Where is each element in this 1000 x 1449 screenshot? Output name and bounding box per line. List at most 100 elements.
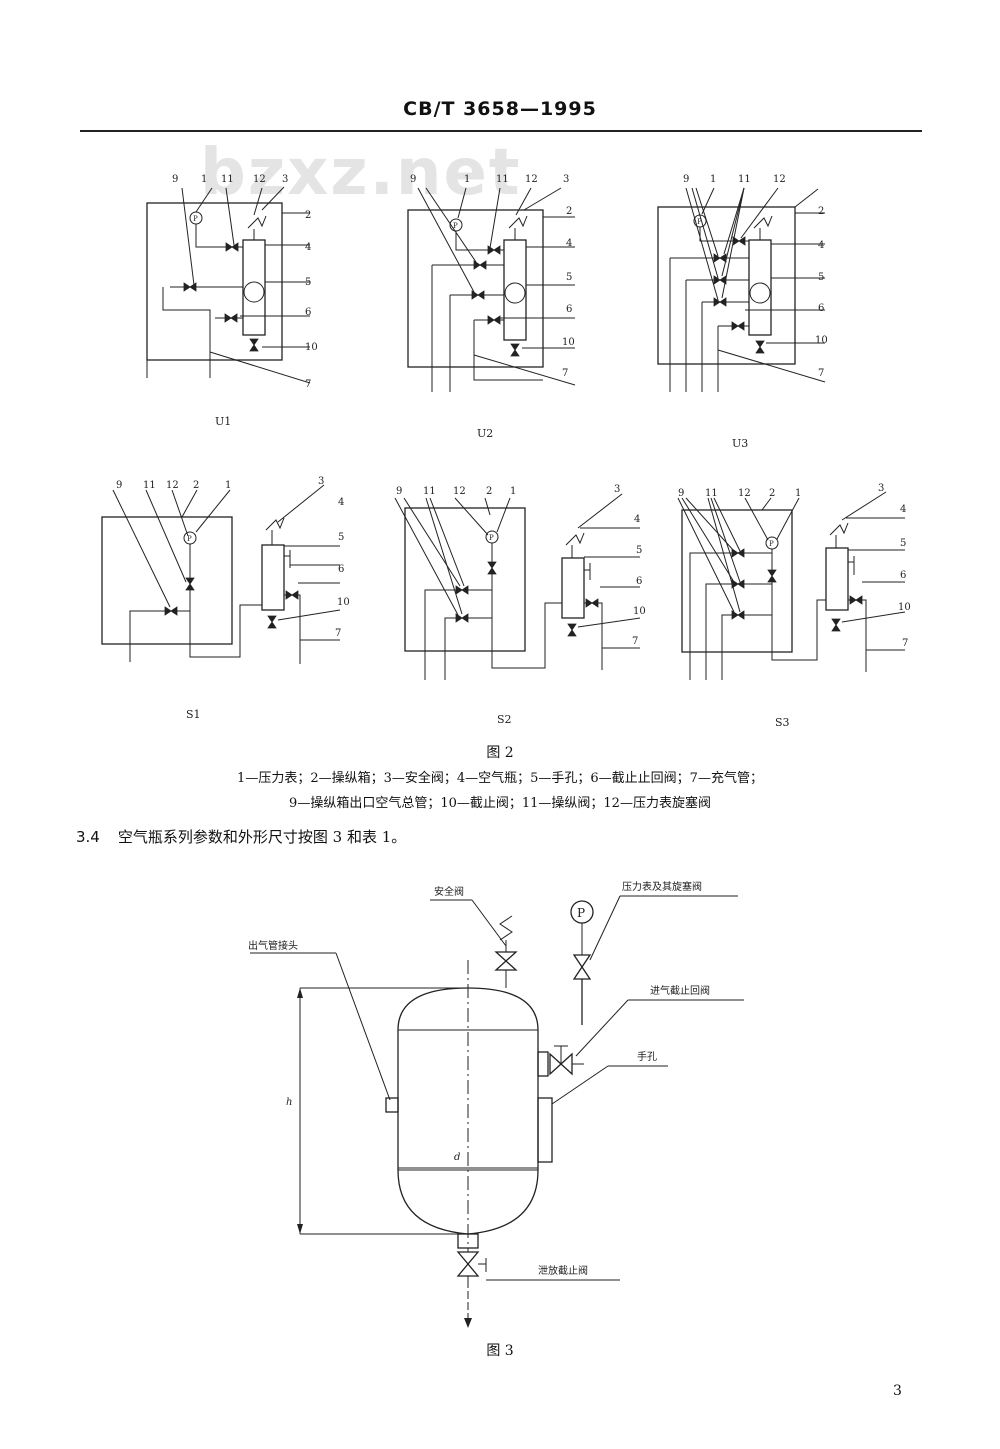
svg-text:U2: U2 bbox=[477, 427, 493, 440]
svg-text:7: 7 bbox=[335, 628, 341, 639]
svg-text:10: 10 bbox=[898, 602, 911, 613]
svg-text:1: 1 bbox=[464, 174, 470, 185]
svg-text:12: 12 bbox=[525, 174, 538, 185]
svg-text:11: 11 bbox=[738, 174, 751, 185]
svg-text:3: 3 bbox=[318, 476, 324, 487]
gauge-symbol: P bbox=[577, 906, 585, 920]
svg-text:5: 5 bbox=[566, 272, 572, 283]
svg-text:10: 10 bbox=[305, 342, 318, 353]
svg-text:6: 6 bbox=[900, 570, 906, 581]
svg-text:S3: S3 bbox=[775, 716, 790, 729]
svg-text:6: 6 bbox=[305, 307, 311, 318]
svg-text:2: 2 bbox=[486, 486, 492, 497]
svg-text:5: 5 bbox=[338, 532, 344, 543]
diagram-u2: P 9 1 11 12 3 2 4 5 6 10 7 bbox=[407, 174, 576, 440]
svg-text:3: 3 bbox=[614, 484, 620, 495]
svg-text:5: 5 bbox=[900, 538, 906, 549]
svg-text:11: 11 bbox=[143, 480, 156, 491]
svg-text:3: 3 bbox=[878, 483, 884, 494]
svg-text:9: 9 bbox=[116, 480, 122, 491]
safety-valve-label: 安全阀 bbox=[434, 885, 464, 898]
svg-text:U3: U3 bbox=[732, 437, 748, 450]
svg-text:12: 12 bbox=[773, 174, 786, 185]
svg-text:1: 1 bbox=[225, 480, 231, 491]
diagram-u3: P 9 1 11 12 2 4 bbox=[657, 174, 828, 450]
header-rule bbox=[80, 130, 922, 132]
svg-text:7: 7 bbox=[562, 368, 568, 379]
figure-2-legend-line-1: 1—压力表；2—操纵箱；3—安全阀；4—空气瓶；5—手孔；6—截止止回阀；7—充… bbox=[237, 771, 763, 786]
diagram-s3: P 9 11 12 2 1 3 4 5 6 bbox=[677, 483, 911, 729]
svg-text:2: 2 bbox=[193, 480, 199, 491]
dimension-h-label: h bbox=[286, 1097, 292, 1108]
svg-text:9: 9 bbox=[678, 488, 684, 499]
svg-text:P: P bbox=[489, 534, 494, 542]
svg-text:P: P bbox=[697, 218, 702, 226]
svg-text:5: 5 bbox=[305, 277, 311, 288]
svg-text:12: 12 bbox=[253, 174, 266, 185]
svg-text:U1: U1 bbox=[215, 415, 231, 428]
svg-text:10: 10 bbox=[815, 335, 828, 346]
svg-text:7: 7 bbox=[305, 379, 311, 390]
svg-text:6: 6 bbox=[338, 564, 344, 575]
figure-2-title: 图 2 bbox=[486, 745, 514, 761]
hand-hole-label: 手孔 bbox=[637, 1050, 657, 1063]
svg-text:7: 7 bbox=[632, 636, 638, 647]
svg-text:3: 3 bbox=[563, 174, 569, 185]
gauge-symbol: P bbox=[193, 215, 198, 223]
gauge-valve-label: 压力表及其旋塞阀 bbox=[622, 880, 702, 893]
svg-text:1: 1 bbox=[795, 488, 801, 499]
svg-text:10: 10 bbox=[337, 597, 350, 608]
svg-text:9: 9 bbox=[410, 174, 416, 185]
svg-text:9: 9 bbox=[396, 486, 402, 497]
svg-text:2: 2 bbox=[305, 210, 311, 221]
svg-text:4: 4 bbox=[634, 514, 640, 525]
svg-text:9: 9 bbox=[172, 174, 178, 185]
dimension-d-label: d bbox=[454, 1152, 460, 1163]
svg-text:9: 9 bbox=[683, 174, 689, 185]
figure-3-title: 图 3 bbox=[486, 1343, 514, 1359]
svg-text:P: P bbox=[769, 540, 774, 548]
inlet-valve-label: 进气截止回阀 bbox=[650, 984, 710, 997]
svg-text:11: 11 bbox=[221, 174, 234, 185]
svg-text:7: 7 bbox=[818, 368, 824, 379]
svg-text:12: 12 bbox=[166, 480, 179, 491]
svg-text:6: 6 bbox=[566, 304, 572, 315]
svg-text:S1: S1 bbox=[186, 708, 201, 721]
svg-text:5: 5 bbox=[636, 545, 642, 556]
figure-2-legend-line-2: 9—操纵箱出口空气总管；10—截止阀；11—操纵阀；12—压力表旋塞阀 bbox=[289, 796, 711, 811]
diagram-u1: P 9 1 11 12 3 2 4 5 6 10 7 U1 bbox=[146, 174, 318, 428]
drain-valve-label: 泄放截止阀 bbox=[538, 1264, 588, 1277]
svg-text:1: 1 bbox=[710, 174, 716, 185]
document-header: CB/T 3658—1995 bbox=[403, 98, 597, 120]
watermark: bzxz.net bbox=[200, 136, 522, 210]
figure-2-diagrams: P 9 1 11 12 3 2 4 5 6 10 7 U1 bbox=[101, 174, 911, 729]
section-number: 3.4 bbox=[76, 828, 100, 846]
svg-text:3: 3 bbox=[282, 174, 288, 185]
diagram-s1: P 9 11 12 2 1 3 4 5 6 10 7 S1 bbox=[101, 476, 350, 721]
svg-text:5: 5 bbox=[818, 272, 824, 283]
svg-text:2: 2 bbox=[566, 206, 572, 217]
page-number: 3 bbox=[893, 1383, 902, 1399]
svg-text:4: 4 bbox=[338, 497, 344, 508]
svg-text:6: 6 bbox=[818, 303, 824, 314]
svg-text:4: 4 bbox=[566, 238, 572, 249]
svg-text:P: P bbox=[453, 222, 458, 230]
svg-text:10: 10 bbox=[633, 606, 646, 617]
svg-text:11: 11 bbox=[496, 174, 509, 185]
svg-text:4: 4 bbox=[305, 242, 311, 253]
svg-text:11: 11 bbox=[423, 486, 436, 497]
outlet-joint-label: 出气管接头 bbox=[248, 939, 298, 952]
section-3-4: 3.4 空气瓶系列参数和外形尺寸按图 3 和表 1。 bbox=[76, 826, 406, 847]
section-text: 空气瓶系列参数和外形尺寸按图 3 和表 1。 bbox=[117, 828, 407, 846]
svg-text:S2: S2 bbox=[497, 713, 512, 726]
diagram-s2: P 9 11 12 2 1 3 4 5 6 10 7 S2 bbox=[394, 484, 646, 726]
svg-text:1: 1 bbox=[201, 174, 207, 185]
svg-text:11: 11 bbox=[705, 488, 718, 499]
svg-text:4: 4 bbox=[900, 504, 906, 515]
svg-text:P: P bbox=[187, 535, 192, 543]
svg-text:2: 2 bbox=[818, 206, 824, 217]
svg-text:2: 2 bbox=[769, 488, 775, 499]
svg-text:1: 1 bbox=[510, 486, 516, 497]
svg-text:4: 4 bbox=[818, 240, 824, 251]
svg-text:6: 6 bbox=[636, 576, 642, 587]
